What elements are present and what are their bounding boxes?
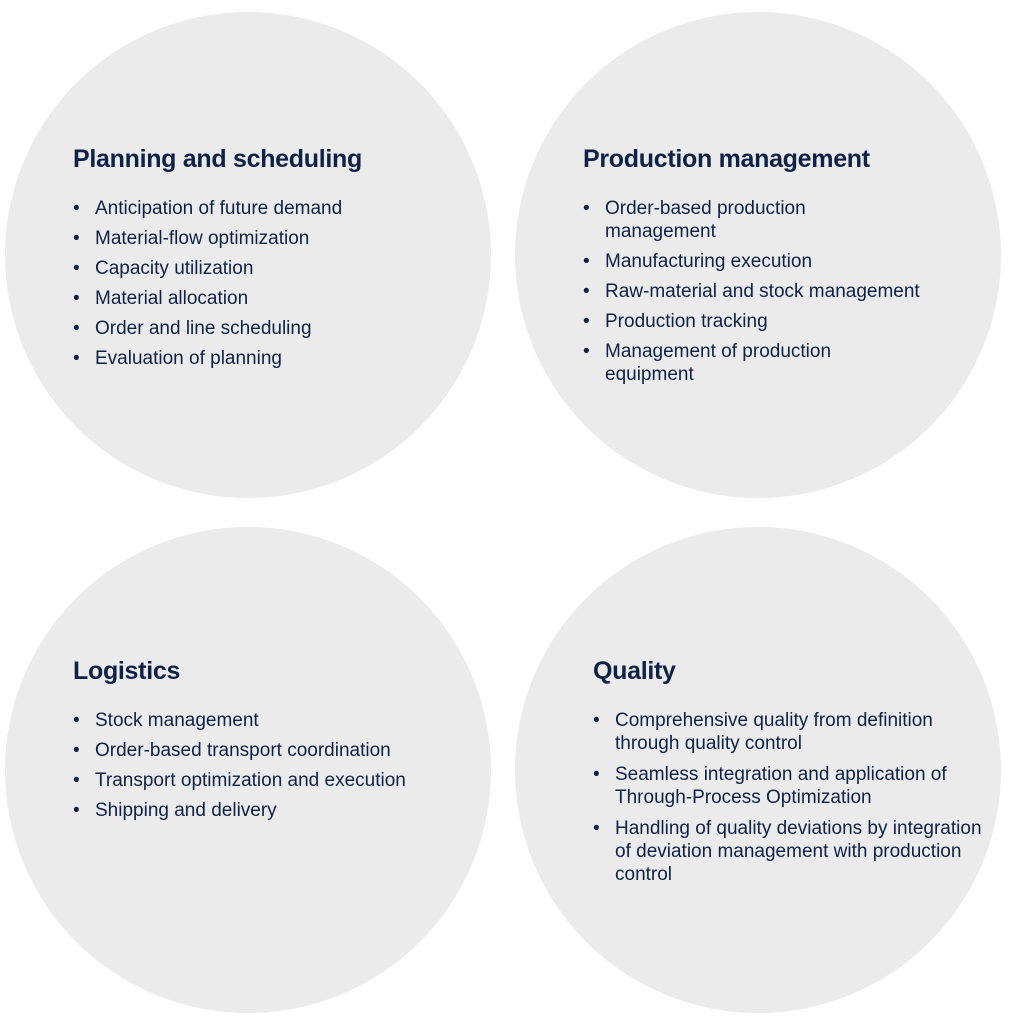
list-item-label: Manufacturing execution — [605, 251, 813, 272]
list-item: • Manufacturing execution — [583, 250, 978, 273]
list-item-label: Material allocation — [95, 288, 249, 309]
list-item: • Raw-material and stock management — [583, 280, 978, 303]
logistics-title: Logistics — [73, 657, 181, 685]
list-item: • Material-flow optimization — [73, 227, 473, 250]
list-item-label: Order-based production management — [605, 198, 806, 242]
list-item-label: Shipping and delivery — [95, 800, 277, 821]
bullet-icon: • — [73, 770, 80, 791]
list-item: • Capacity utilization — [73, 257, 473, 280]
logistics-list: • Stock management • Order-based transport… — [73, 709, 473, 822]
production-title: Production management — [583, 145, 870, 173]
logistics-panel: Logistics • Stock management • Order-based… — [73, 655, 473, 829]
list-item: • Handling of quality deviations by integ… — [593, 817, 1000, 886]
logistics-circle — [5, 527, 491, 1013]
bullet-icon: • — [583, 198, 590, 219]
bullet-icon: • — [73, 348, 80, 369]
planning-list: • Anticipation of future demand • Material… — [73, 197, 473, 370]
list-item-label: Capacity utilization — [95, 258, 254, 279]
production-circle — [515, 12, 1001, 498]
list-item: • Evaluation of planning — [73, 347, 473, 370]
list-item-label: Anticipation of future demand — [95, 198, 343, 219]
list-item: • Material allocation — [73, 287, 473, 310]
bullet-icon: • — [73, 288, 80, 309]
bullet-icon: • — [73, 198, 80, 219]
planning-title: Planning and scheduling — [73, 145, 362, 173]
list-item-label: Order and line scheduling — [95, 318, 312, 339]
list-item: • Order-based production management — [583, 197, 895, 243]
quality-circle — [515, 527, 1001, 1013]
list-item: • Order-based transport coordination — [73, 739, 473, 762]
list-item-label: Evaluation of planning — [95, 348, 282, 369]
bullet-icon: • — [583, 251, 590, 272]
bullet-icon: • — [73, 228, 80, 249]
bullet-icon: • — [593, 818, 600, 839]
list-item-label: Order-based transport coordination — [95, 740, 391, 761]
list-item: • Management of production equipment — [583, 340, 905, 386]
list-item: • Anticipation of future demand — [73, 197, 473, 220]
production-list: • Order-based production management • Manu… — [583, 197, 978, 386]
list-item: • Shipping and delivery — [73, 799, 473, 822]
list-item: • Transport optimization and execution — [73, 769, 473, 792]
list-item-label: Raw-material and stock management — [605, 281, 920, 302]
bullet-icon: • — [583, 281, 590, 302]
bullet-icon: • — [73, 258, 80, 279]
bullet-icon: • — [73, 710, 80, 731]
planning-circle — [5, 12, 491, 498]
list-item: • Comprehensive quality from definition t… — [593, 709, 955, 755]
quality-list: • Comprehensive quality from definition t… — [593, 709, 983, 886]
production-panel: Production management • Order-based produ… — [583, 143, 978, 393]
bullet-icon: • — [73, 318, 80, 339]
list-item-label: Transport optimization and execution — [95, 770, 406, 791]
list-item: • Order and line scheduling — [73, 317, 473, 340]
list-item-label: Stock management — [95, 710, 259, 731]
list-item-label: Handling of quality deviations by integr… — [615, 818, 982, 885]
list-item-label: Material-flow optimization — [95, 228, 310, 249]
bullet-icon: • — [73, 800, 80, 821]
list-item: • Production tracking — [583, 310, 978, 333]
list-item: • Stock management — [73, 709, 473, 732]
bullet-icon: • — [593, 764, 600, 785]
list-item: • Seamless integration and application of… — [593, 763, 985, 809]
list-item-label: Seamless integration and application of … — [615, 764, 947, 808]
bullet-icon: • — [593, 710, 600, 731]
quality-title: Quality — [593, 657, 676, 685]
list-item-label: Comprehensive quality from definition th… — [615, 710, 933, 754]
bullet-icon: • — [583, 341, 590, 362]
quality-panel: Quality • Comprehensive quality from defi… — [593, 655, 983, 894]
planning-panel: Planning and scheduling • Anticipation of… — [73, 143, 473, 377]
list-item-label: Management of production equipment — [605, 341, 832, 385]
bullet-icon: • — [583, 311, 590, 332]
list-item-label: Production tracking — [605, 311, 768, 332]
bullet-icon: • — [73, 740, 80, 761]
